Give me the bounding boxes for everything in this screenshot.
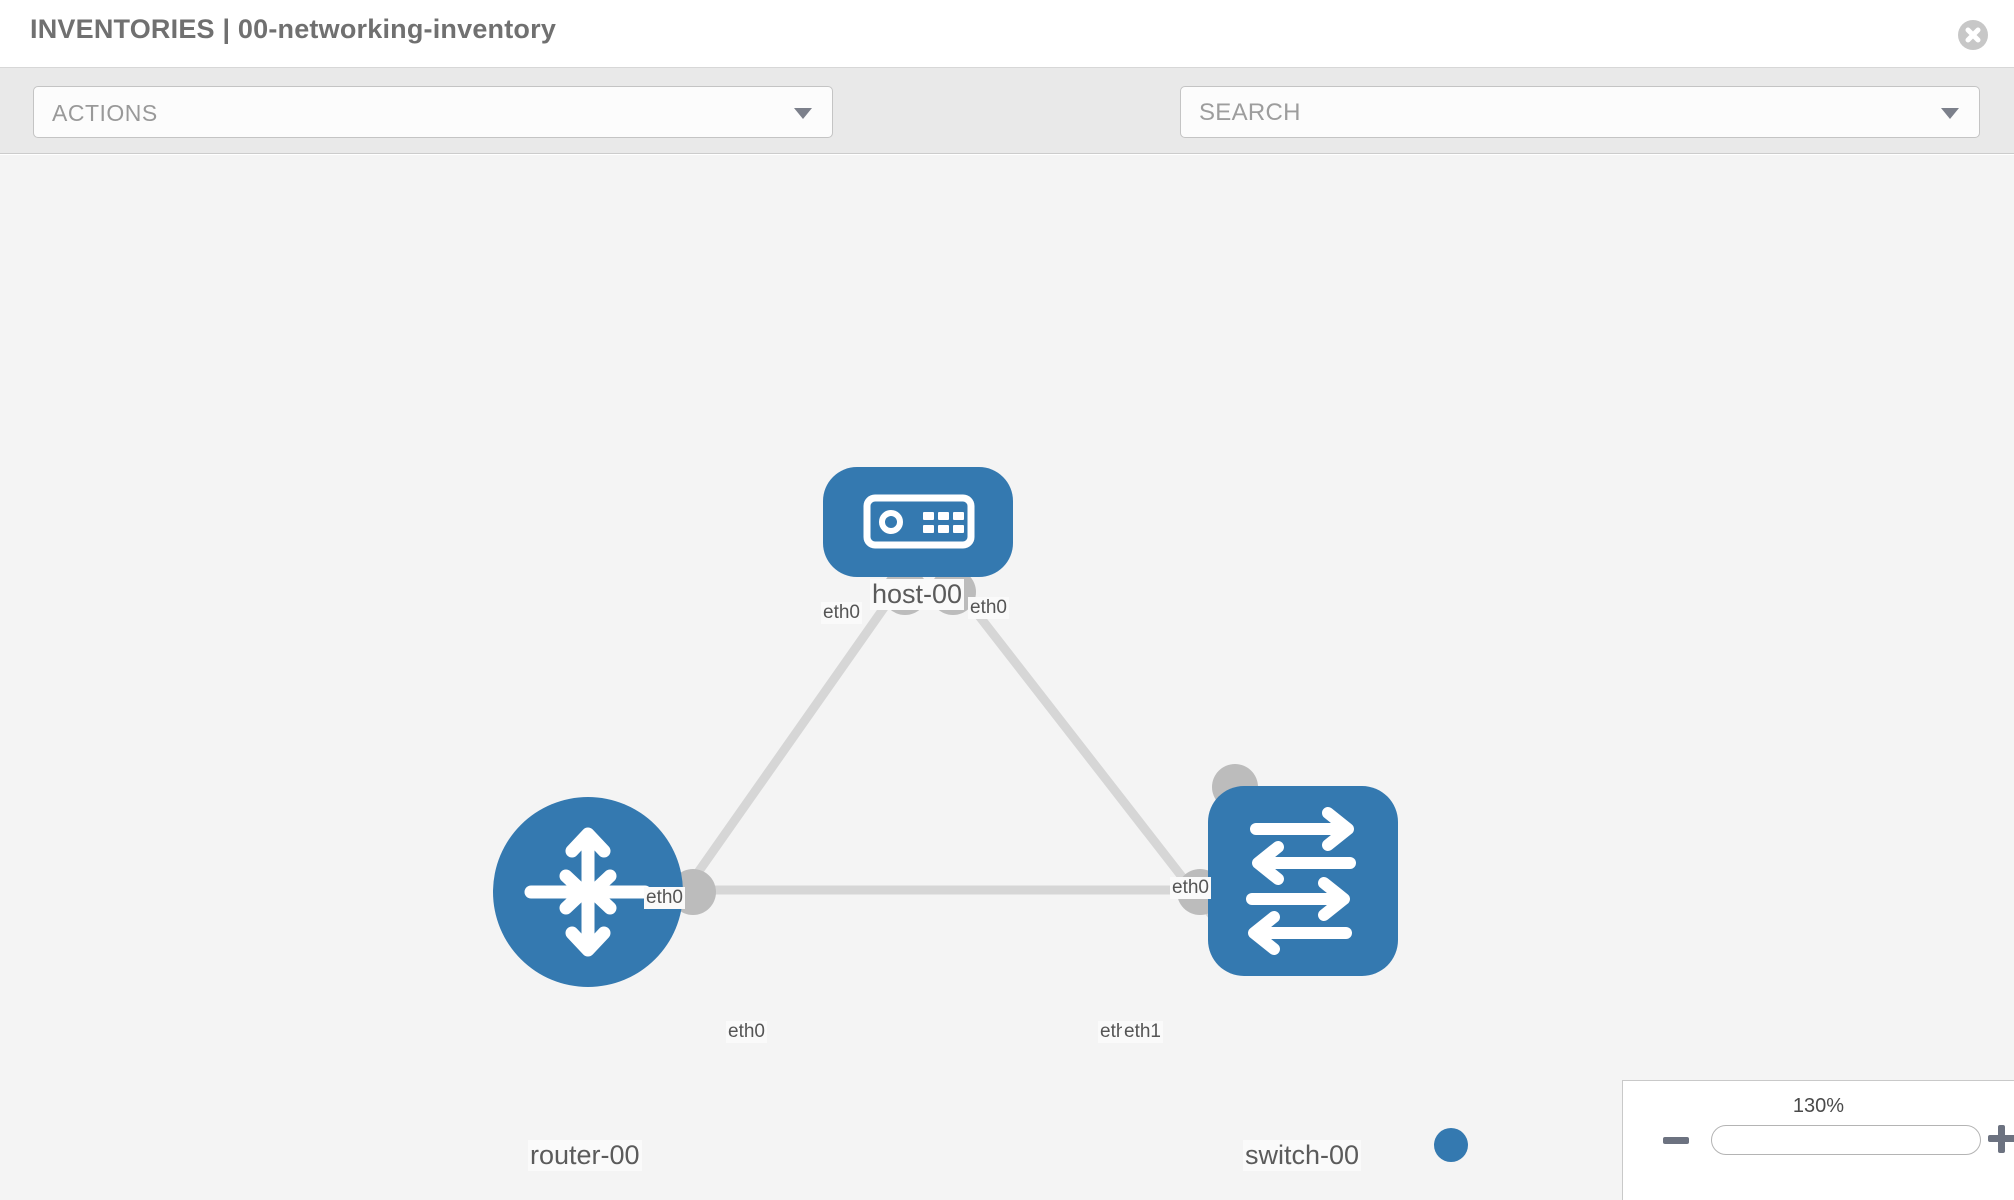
node-host-00[interactable] [823, 467, 1013, 577]
topology-graph [493, 467, 1398, 987]
search-placeholder-label: SEARCH [1199, 99, 1301, 126]
node-router-00[interactable] [493, 797, 683, 987]
zoom-out-button[interactable] [1663, 1137, 1689, 1144]
node-switch-00[interactable] [1208, 786, 1398, 976]
chevron-down-icon[interactable] [1941, 108, 1959, 119]
zoom-slider-track[interactable] [1711, 1125, 1981, 1155]
toolbar: ACTIONS SEARCH [0, 68, 2014, 197]
iface-label-host00-right: eth0 [968, 597, 1009, 619]
zoom-level-label: 130% [1792, 1095, 1845, 1117]
actions-dropdown-label: ACTIONS [52, 100, 158, 126]
actions-dropdown[interactable]: ACTIONS [33, 86, 833, 138]
iface-label-router00-east: eth0 [726, 1021, 767, 1043]
close-icon[interactable] [1958, 20, 1988, 50]
zoom-in-button[interactable] [1988, 1125, 2014, 1153]
iface-label-switch00-uplink: eth0 [1170, 877, 1211, 899]
topology-canvas[interactable]: host-00 router-00 switch-00 eth0 eth0 et… [0, 155, 2014, 1200]
chevron-down-icon [794, 108, 812, 119]
zoom-slider-thumb[interactable] [1434, 1128, 1468, 1162]
zoom-control-panel: 130% [1622, 1080, 2014, 1200]
node-label-switch-00: switch-00 [1243, 1140, 1362, 1171]
page-title: INVENTORIES | 00-networking-inventory [30, 14, 557, 44]
node-label-host-00: host-00 [870, 579, 965, 610]
iface-label-host00-left: eth0 [821, 602, 862, 624]
page-header: INVENTORIES | 00-networking-inventory [0, 0, 2014, 68]
node-label-router-00: router-00 [528, 1140, 642, 1171]
search-input[interactable]: SEARCH [1180, 86, 1980, 138]
iface-label-router00-uplink: eth0 [644, 887, 685, 909]
iface-label-switch00-west-eth1: eth1 [1122, 1021, 1163, 1043]
